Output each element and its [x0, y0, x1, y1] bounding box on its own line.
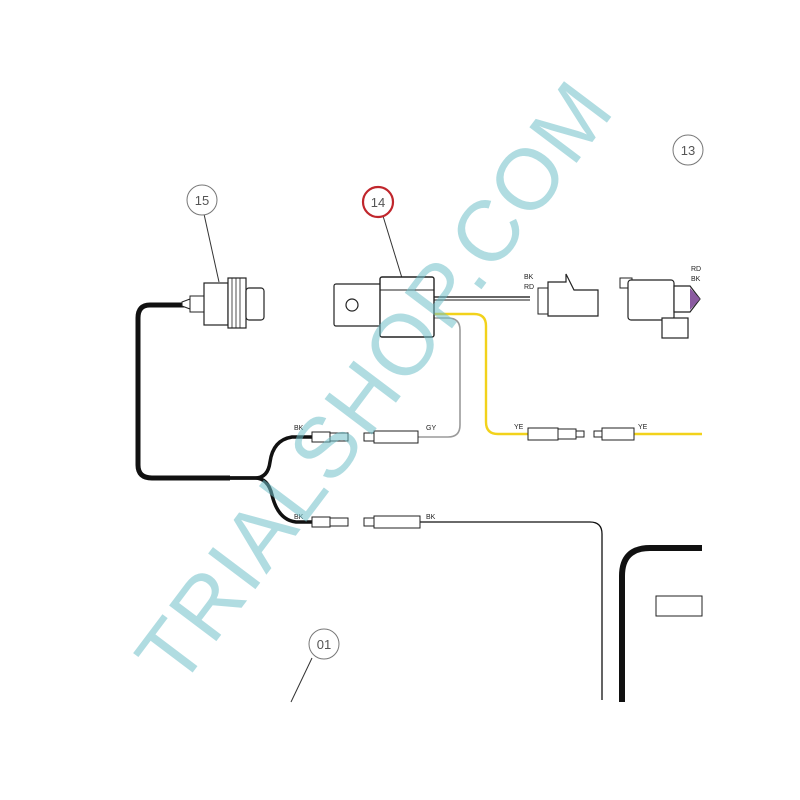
- label-gy: GY: [426, 425, 436, 432]
- bullet-connector-ye-left: [527, 427, 585, 441]
- bullet-connector-bk-bottom-right: [363, 515, 421, 529]
- label-ye-right: YE: [638, 424, 648, 431]
- callout-circle-13: [672, 134, 704, 166]
- ecu-unit: [619, 545, 703, 702]
- callout-15: 15: [195, 193, 209, 208]
- bullet-connector-bk-top: [311, 431, 349, 443]
- leader-14: [382, 215, 403, 279]
- callout-13: 13: [681, 143, 695, 158]
- connector-13-female: [619, 277, 701, 339]
- callout-01: 01: [317, 637, 331, 652]
- label-bk-bottom-right: BK: [426, 514, 436, 521]
- label-relay-rd: RD: [524, 284, 534, 291]
- leader-15: [203, 213, 220, 283]
- label-bk-top: BK: [294, 425, 304, 432]
- callout-circle-15: [186, 184, 218, 216]
- sensor-15: [181, 277, 265, 329]
- callout-circle-14: [361, 185, 395, 219]
- label-ye-left: YE: [514, 424, 524, 431]
- callout-14: 14: [371, 195, 385, 210]
- bullet-connector-ye-right: [593, 427, 635, 441]
- harness-split-lower: [230, 476, 312, 524]
- label-bk-bottom-left: BK: [294, 514, 304, 521]
- relay-14: [333, 276, 435, 338]
- callout-circle-01: [308, 628, 340, 660]
- gray-wire: [418, 317, 461, 438]
- main-harness-wire: [135, 302, 230, 481]
- label-conn-bk: BK: [691, 276, 701, 283]
- watermark: TRIALSHOP.COM: [118, 63, 632, 701]
- bullet-connector-gy: [363, 430, 419, 444]
- yellow-wire: [434, 312, 528, 436]
- relay-connector-male: [537, 273, 599, 317]
- leader-01: [290, 657, 313, 703]
- bk-wire-to-ecu: [420, 521, 603, 700]
- label-relay-bk: BK: [524, 274, 534, 281]
- label-conn-rd: RD: [691, 266, 701, 273]
- bullet-connector-bk-bottom-left: [311, 516, 349, 528]
